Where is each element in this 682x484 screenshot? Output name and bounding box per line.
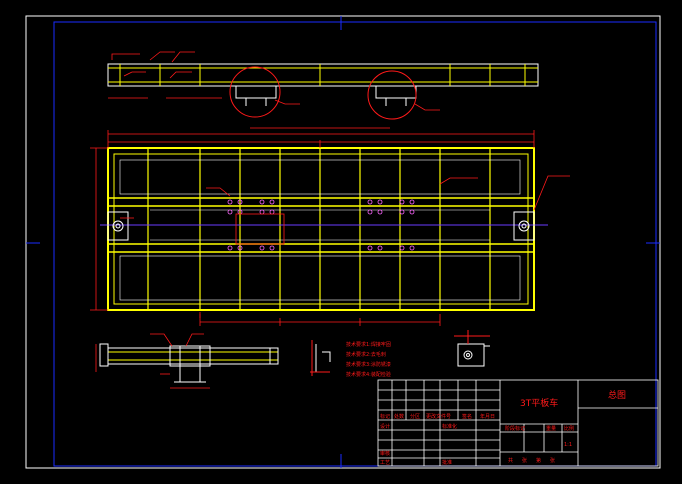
outer-border xyxy=(25,15,661,469)
sheets-unit-1: 张 xyxy=(522,457,527,464)
detail-circle-left xyxy=(229,66,281,118)
detail-bracket-right xyxy=(454,330,490,367)
product-name: 3T平板车 xyxy=(520,397,558,409)
scale-label: 比例 xyxy=(564,425,574,432)
plan-view xyxy=(90,127,570,326)
sheets-total: 共 xyxy=(508,457,513,464)
header-zone: 分区 xyxy=(410,413,420,420)
note-1: 技术要求1:焊接牢固 xyxy=(346,341,391,348)
detail-circle-right xyxy=(367,70,417,120)
section-view-bottom-left xyxy=(95,333,279,389)
stage-label: 阶段标记 xyxy=(505,425,525,432)
header-count: 处数 xyxy=(394,413,404,420)
drawing-name: 总图 xyxy=(608,389,626,401)
review-label: 审核 xyxy=(380,450,390,457)
detail-hook xyxy=(310,340,331,376)
note-2: 技术要求2:去毛刺 xyxy=(346,351,386,358)
sheets-unit-2: 张 xyxy=(550,457,555,464)
centering-marks xyxy=(26,16,660,468)
sheets-current: 第 xyxy=(536,457,541,464)
weight-label: 重量 xyxy=(546,425,556,432)
header-change-doc: 更改文件号 xyxy=(426,413,451,420)
note-4: 技术要求4:装配检验 xyxy=(346,371,391,378)
process-label: 工艺 xyxy=(380,460,390,466)
scale-value: 1:1 xyxy=(564,442,572,448)
inner-border xyxy=(53,21,657,467)
standardization-label: 标准化 xyxy=(442,423,457,430)
technical-notes: 技术要求1:焊接牢固 技术要求2:去毛刺 技术要求3:涂防锈漆 技术要求4:装配… xyxy=(346,341,391,378)
approve-label: 批准 xyxy=(442,459,452,466)
header-mark: 标记 xyxy=(380,413,390,420)
side-view-top xyxy=(107,51,539,120)
title-block xyxy=(377,379,659,467)
note-3: 技术要求3:涂防锈漆 xyxy=(346,361,391,368)
header-signature: 签名 xyxy=(462,413,472,420)
designer-label: 设计 xyxy=(380,423,390,430)
header-date: 年月日 xyxy=(480,413,495,420)
